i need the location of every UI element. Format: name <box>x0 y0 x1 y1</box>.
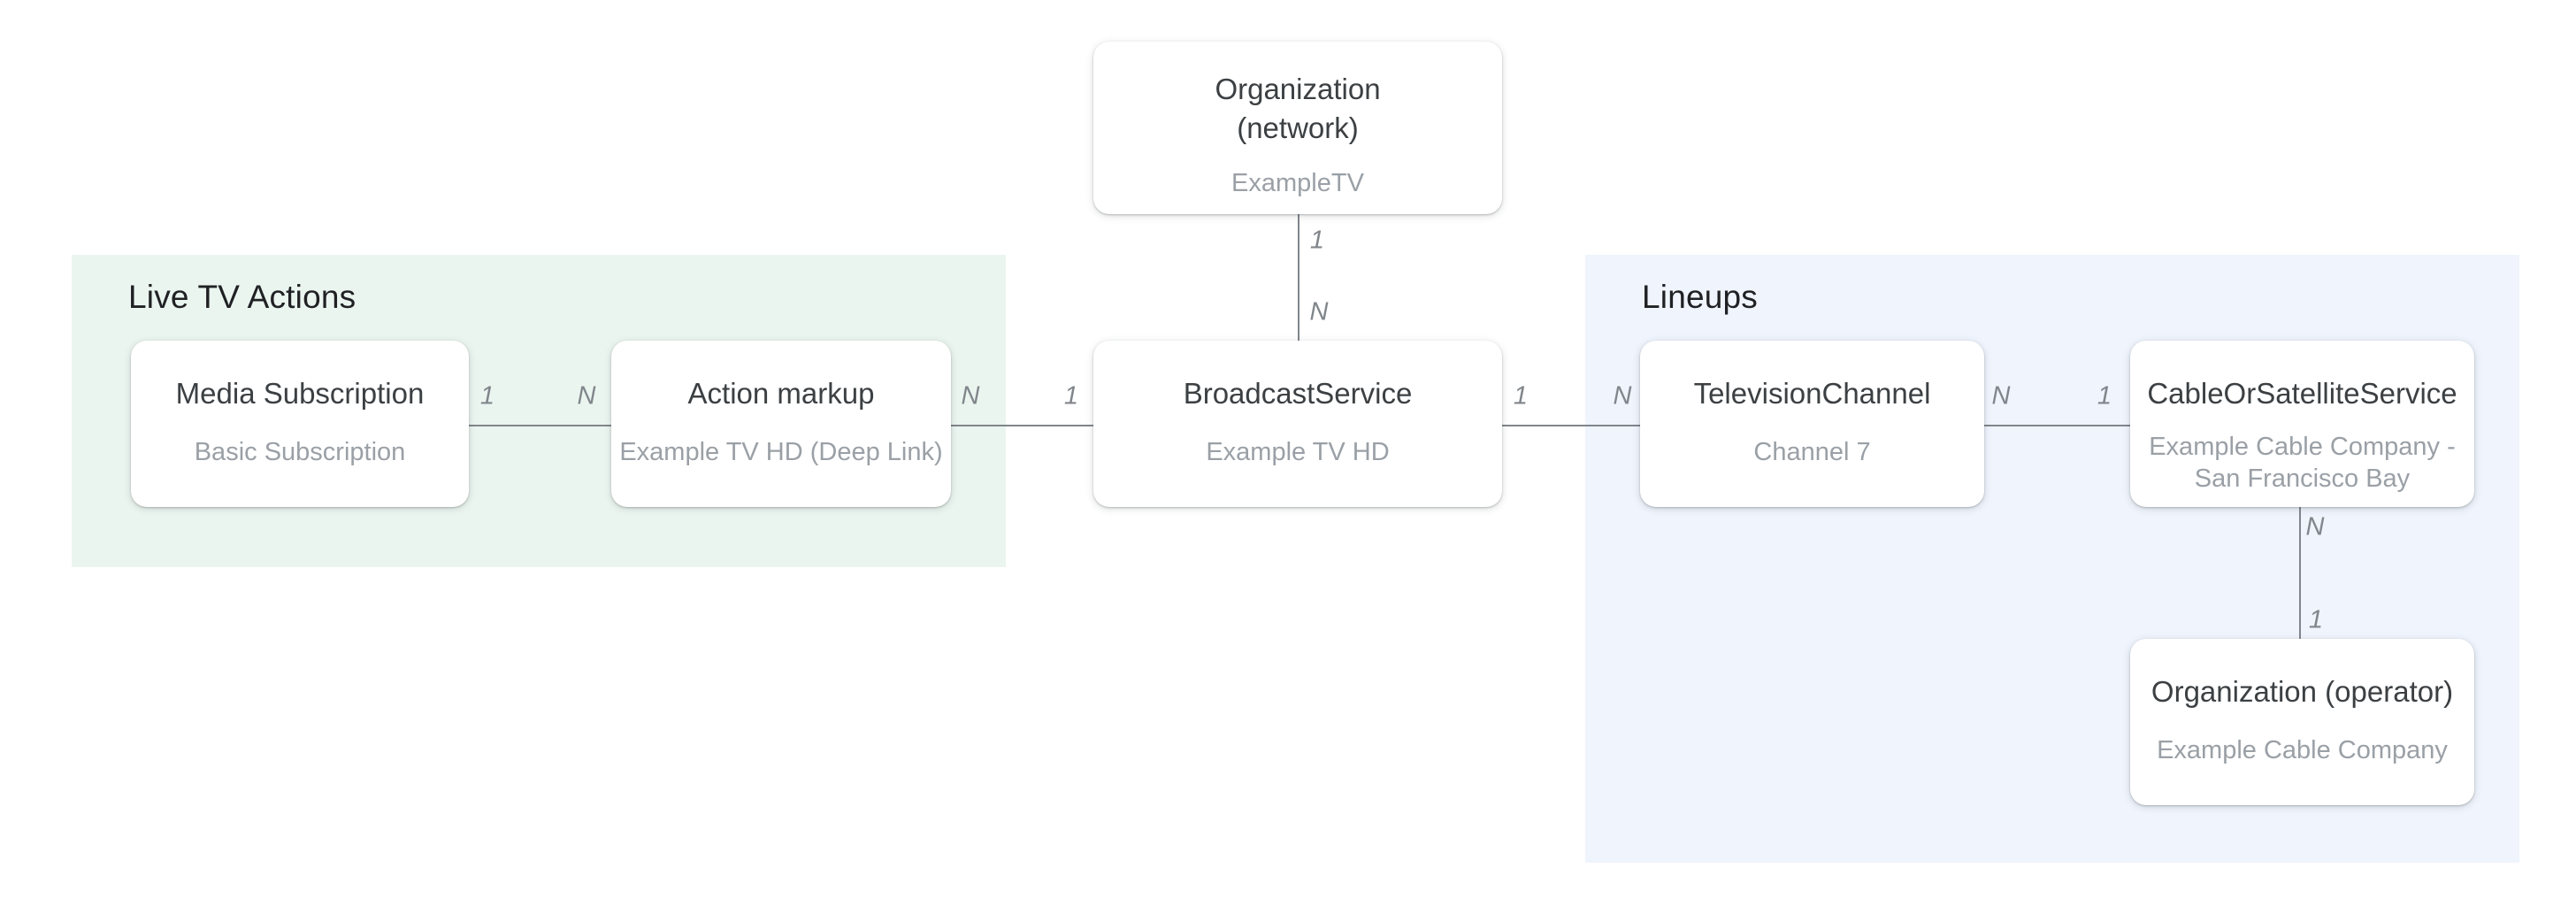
cardinality-label: N <box>1991 381 2011 411</box>
cardinality-label: 1 <box>2308 605 2324 634</box>
cardinality-label: 1 <box>479 381 495 411</box>
node-subtitle: Basic Subscription <box>194 438 406 466</box>
node-title: TelevisionChannel <box>1693 377 1931 410</box>
edge-media-subscription-to-action-markup <box>469 425 611 426</box>
node-title: Action markup <box>687 377 875 410</box>
node-subtitle: Example TV HD (Deep Link) <box>619 438 943 466</box>
node-organization-network: Organization (network) ExampleTV <box>1093 42 1502 214</box>
node-title: Organization (network) <box>1215 73 1381 144</box>
node-title: CableOrSatelliteService <box>2147 377 2457 410</box>
edge-cable-or-satellite-service-to-organization-operator <box>2299 507 2301 639</box>
node-organization-operator: Organization (operator) Example Cable Co… <box>2130 639 2474 805</box>
cardinality-label: N <box>1613 381 1632 411</box>
node-broadcast-service: BroadcastService Example TV HD <box>1093 341 1502 507</box>
node-subtitle: Example TV HD <box>1206 438 1390 466</box>
edge-broadcast-service-to-television-channel <box>1502 425 1640 426</box>
edge-organization-network-to-broadcast-service <box>1298 214 1300 341</box>
region-live-tv-actions-title: Live TV Actions <box>128 279 356 315</box>
cardinality-label: N <box>2305 512 2325 541</box>
cardinality-label: 1 <box>2097 381 2112 411</box>
node-cable-or-satellite-service: CableOrSatelliteService Example Cable Co… <box>2130 341 2474 507</box>
cardinality-label: N <box>577 381 596 411</box>
node-subtitle: Channel 7 <box>1753 438 1871 466</box>
region-lineups-title: Lineups <box>1642 279 1759 315</box>
cardinality-label: 1 <box>1063 381 1079 411</box>
node-television-channel: TelevisionChannel Channel 7 <box>1640 341 1984 507</box>
node-subtitle: Example Cable Company - San Francisco Ba… <box>2149 433 2456 493</box>
node-title: BroadcastService <box>1183 377 1413 410</box>
node-action-markup: Action markup Example TV HD (Deep Link) <box>611 341 951 507</box>
edge-action-markup-to-broadcast-service <box>951 425 1093 426</box>
cardinality-label: N <box>961 381 980 411</box>
cardinality-label: N <box>1309 297 1329 326</box>
cardinality-label: 1 <box>1309 226 1325 255</box>
edge-television-channel-to-cable-or-satellite-service <box>1984 425 2130 426</box>
node-title: Organization (operator) <box>2150 675 2454 708</box>
node-media-subscription: Media Subscription Basic Subscription <box>131 341 469 507</box>
cardinality-label: 1 <box>1513 381 1529 411</box>
node-subtitle: ExampleTV <box>1231 169 1364 197</box>
node-title: Media Subscription <box>175 377 425 410</box>
node-subtitle: Example Cable Company <box>2157 736 2448 764</box>
